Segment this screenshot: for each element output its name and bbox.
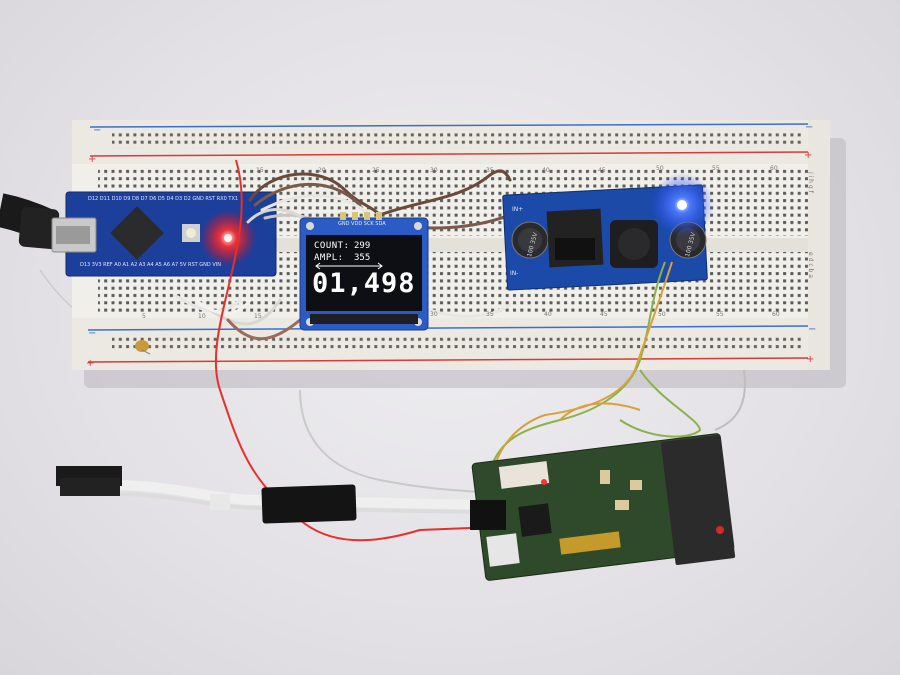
bb-col-number: 15	[256, 167, 264, 174]
bb-col-number: 30	[430, 167, 438, 174]
bb-col-number: 30	[430, 311, 438, 318]
bb-col-number: 20	[318, 167, 326, 174]
svg-text:−: −	[88, 328, 96, 339]
bb-col-number: 55	[716, 311, 724, 318]
buck-converter	[502, 173, 714, 291]
ribbon-cable	[56, 466, 481, 524]
svg-text:+: +	[806, 354, 814, 365]
red-wire	[214, 159, 471, 542]
oled-pin-labels: GND VDD SCK SDA	[338, 221, 386, 227]
grey-wire	[299, 389, 481, 493]
arduino-bottom-pin-labels: D13 3V3 REF A0 A1 A2 A3 A4 A5 A6 A7 5V R…	[80, 262, 221, 268]
bb-col-number: 35	[486, 311, 494, 318]
oled-distance-reading: 01,498	[312, 268, 416, 299]
svg-text:−: −	[93, 125, 101, 136]
bb-col-number: 60	[770, 165, 778, 172]
bb-col-number: 15	[254, 313, 262, 320]
bb-col-number: 10	[198, 313, 206, 320]
oled-module	[299, 212, 429, 331]
twisted-wires	[489, 261, 702, 471]
bb-col-number: 45	[600, 311, 608, 318]
arduino-nano	[51, 191, 277, 277]
bb-col-number: 50	[658, 311, 666, 318]
oled-ampl-label: AMPL:	[314, 253, 344, 263]
svg-text:−: −	[805, 122, 813, 133]
bb-col-number: 40	[544, 311, 552, 318]
buck-in-plus-label: IN+	[512, 206, 524, 213]
small-component	[135, 340, 151, 355]
svg-text:+: +	[86, 358, 94, 369]
arduino-top-pin-labels: D12 D11 D10 D9 D8 D7 D6 D5 D4 D3 D2 GND …	[88, 196, 239, 202]
oled-count-value: 299	[354, 241, 371, 251]
bb-row-letters: j i h g f	[807, 172, 814, 193]
bb-col-number: 55	[712, 165, 720, 172]
buck-in-minus-label: IN-	[510, 270, 519, 277]
svg-text:+: +	[804, 150, 812, 161]
bb-col-number: 40	[542, 167, 550, 174]
bb-col-number: 35	[486, 167, 494, 174]
svg-text:+: +	[88, 154, 96, 165]
bb-row-letters: e d c b a	[807, 252, 814, 278]
bb-col-number: 25	[372, 167, 380, 174]
rangefinder-module	[470, 433, 736, 581]
oled-count-label: COUNT:	[314, 241, 350, 251]
oled-ampl-value: 355	[354, 253, 371, 263]
bb-col-number: 45	[598, 167, 606, 174]
grey-wire-2	[714, 369, 746, 431]
bb-col-number: 5	[142, 313, 146, 320]
svg-text:−: −	[808, 324, 816, 335]
bb-col-number: 50	[656, 165, 664, 172]
bb-col-number: 60	[772, 311, 780, 318]
